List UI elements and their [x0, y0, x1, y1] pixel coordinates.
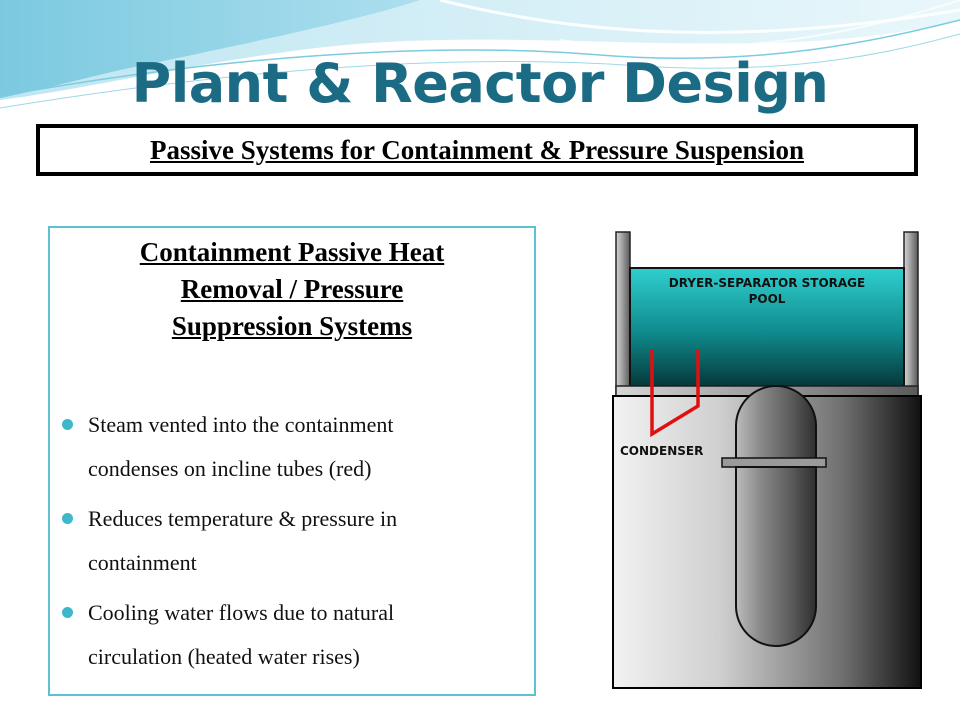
decorative-wave-banner — [0, 0, 960, 109]
bullet-line: Steam vented into the containment — [88, 412, 394, 437]
bullet-item: Reduces temperature & pressure in contai… — [62, 497, 534, 585]
reactor-vessel-body — [735, 466, 817, 647]
slide-title: Plant & Reactor Design — [131, 52, 829, 115]
bullet-line: circulation (heated water rises) — [88, 644, 360, 669]
text-panel: Containment Passive Heat Removal / Press… — [48, 226, 536, 696]
bullet-line: containment — [88, 550, 197, 575]
bullet-line: Cooling water flows due to natural — [88, 600, 395, 625]
pool-label-line1: DRYER-SEPARATOR STORAGE — [669, 276, 865, 290]
slide-subtitle: Passive Systems for Containment & Pressu… — [149, 134, 805, 165]
pool-wall-right — [903, 231, 919, 399]
pool-wall-left — [615, 231, 631, 399]
panel-heading-line: Removal / Pressure — [180, 274, 404, 304]
bullet-line: condenses on incline tubes (red) — [88, 456, 372, 481]
reactor-pressure-vessel — [735, 385, 817, 463]
bullet-list: Steam vented into the containment conden… — [50, 403, 534, 679]
bullet-item: Steam vented into the containment conden… — [62, 403, 534, 491]
reactor-diagram: DRYER-SEPARATOR STORAGE POOL CONDENSER — [612, 231, 922, 689]
subtitle-banner: Passive Systems for Containment & Pressu… — [36, 124, 918, 176]
condenser-tubes — [650, 350, 700, 438]
panel-heading-line: Containment Passive Heat — [139, 237, 445, 267]
panel-heading-line: Suppression Systems — [171, 311, 413, 341]
pool-label-line2: POOL — [749, 292, 786, 306]
panel-heading: Containment Passive Heat Removal / Press… — [50, 234, 534, 345]
vessel-flange — [721, 457, 827, 468]
bullet-item: Cooling water flows due to natural circu… — [62, 591, 534, 679]
bullet-line: Reduces temperature & pressure in — [88, 506, 398, 531]
condenser-label: CONDENSER — [620, 444, 703, 458]
